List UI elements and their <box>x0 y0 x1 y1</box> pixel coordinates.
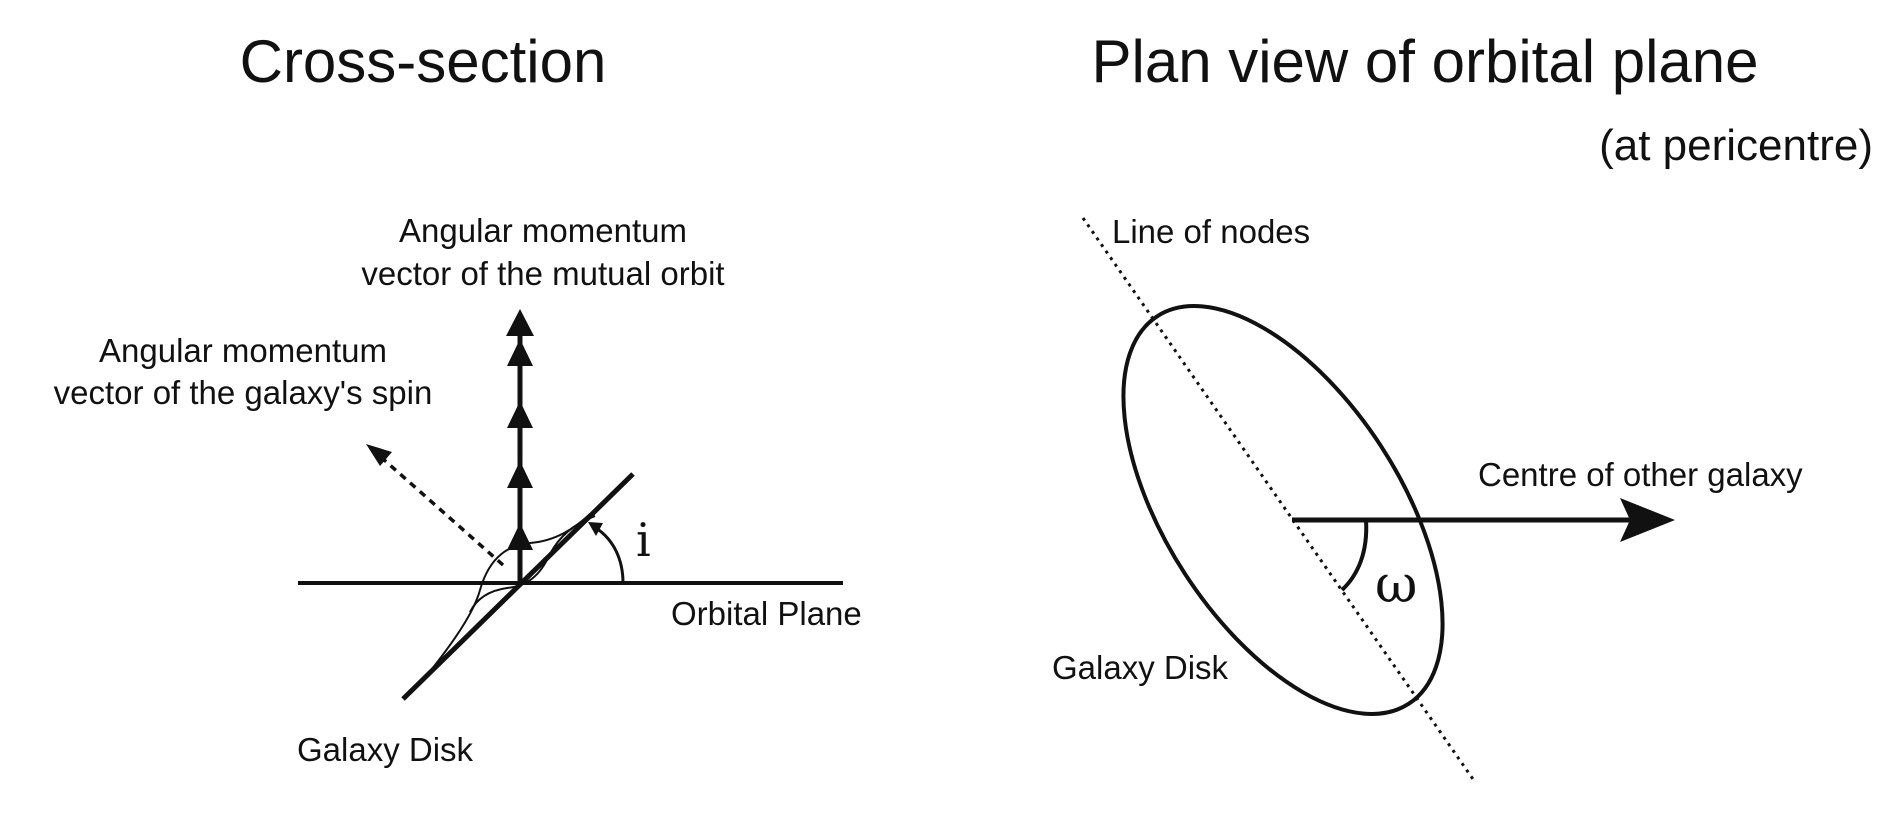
plan-view-subtitle: (at pericentre) <box>1599 121 1873 170</box>
other-galaxy-label: Centre of other galaxy <box>1478 456 1803 493</box>
line-of-nodes <box>1081 217 1477 783</box>
cross-section-title: Cross-section <box>240 28 607 95</box>
spin-angular-momentum-arrow <box>366 444 505 567</box>
galaxy-bulge-outline-lower <box>469 515 596 613</box>
orbital-plane-label: Orbital Plane <box>671 595 862 632</box>
galaxy-bulge-outline <box>427 513 591 675</box>
omega-angle-arc <box>1340 519 1369 592</box>
inclination-symbol: i <box>636 513 651 567</box>
omega-symbol: ω <box>1375 555 1417 615</box>
spin-vector-label-line1: Angular momentum <box>99 332 387 369</box>
other-galaxy-arrowhead <box>1620 498 1675 542</box>
plan-view-panel: Plan view of orbital plane (at pericentr… <box>1052 28 1873 783</box>
orbit-vector-label-line2: vector of the mutual orbit <box>361 255 724 292</box>
line-of-nodes-label: Line of nodes <box>1112 213 1310 250</box>
plan-view-galaxy-disk-label: Galaxy Disk <box>1052 649 1229 686</box>
orbit-angular-momentum-arrow <box>506 309 534 583</box>
cross-section-galaxy-disk-label: Galaxy Disk <box>297 731 474 768</box>
orbit-vector-label-line1: Angular momentum <box>399 212 687 249</box>
plan-view-title: Plan view of orbital plane <box>1091 28 1758 95</box>
cross-section-panel: Cross-section Angular momentum vector of… <box>54 28 862 768</box>
spin-vector-label-line2: vector of the galaxy's spin <box>54 374 433 411</box>
galaxy-disk-ellipse <box>1121 304 1445 716</box>
inclination-angle-arc <box>588 522 625 584</box>
